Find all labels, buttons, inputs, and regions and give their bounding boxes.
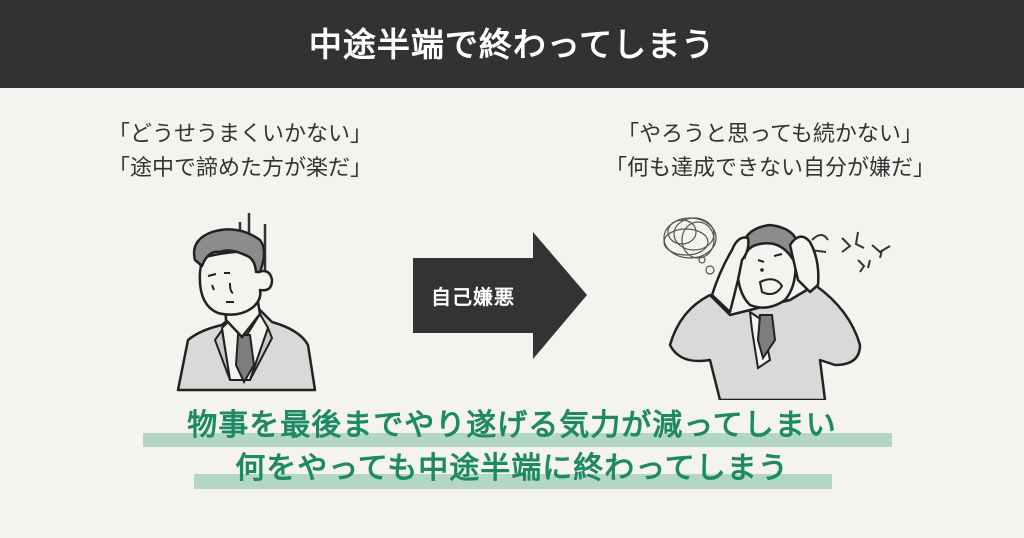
anger-marks-icon xyxy=(809,231,891,273)
arrow-label: 自己嫌悪 xyxy=(431,285,515,309)
page-title: 中途半端で終わってしまう xyxy=(308,25,716,64)
highlight-bar-1 xyxy=(143,433,892,447)
left-quotes: 「どうせうまくいかない」 「途中で諦めた方が楽だ」 xyxy=(60,118,420,186)
right-quotes: 「やろうと思っても続かない」 「何も達成できない自分が嫌だ」 xyxy=(570,118,970,186)
conclusion-line-1: 物事を最後までやり遂げる気力が減ってしまい xyxy=(187,408,837,443)
conclusion-line-2: 何をやっても中途半端に終わってしまう xyxy=(235,451,789,486)
header-banner: 中途半端で終わってしまう xyxy=(0,0,1024,88)
right-quote-2: 「何も達成できない自分が嫌だ」 xyxy=(604,156,935,181)
left-quote-2: 「途中で諦めた方が楽だ」 xyxy=(107,156,372,181)
frustrated-businessman-icon xyxy=(650,200,900,402)
right-arrow-icon xyxy=(413,232,587,359)
right-quote-1: 「やろうと思っても続かない」 xyxy=(617,122,923,147)
scribble-cloud-icon xyxy=(663,217,717,275)
left-quote-1: 「どうせうまくいかない」 xyxy=(107,122,372,147)
highlight-bar-2 xyxy=(194,474,832,489)
dejected-businessman-icon xyxy=(160,210,340,400)
